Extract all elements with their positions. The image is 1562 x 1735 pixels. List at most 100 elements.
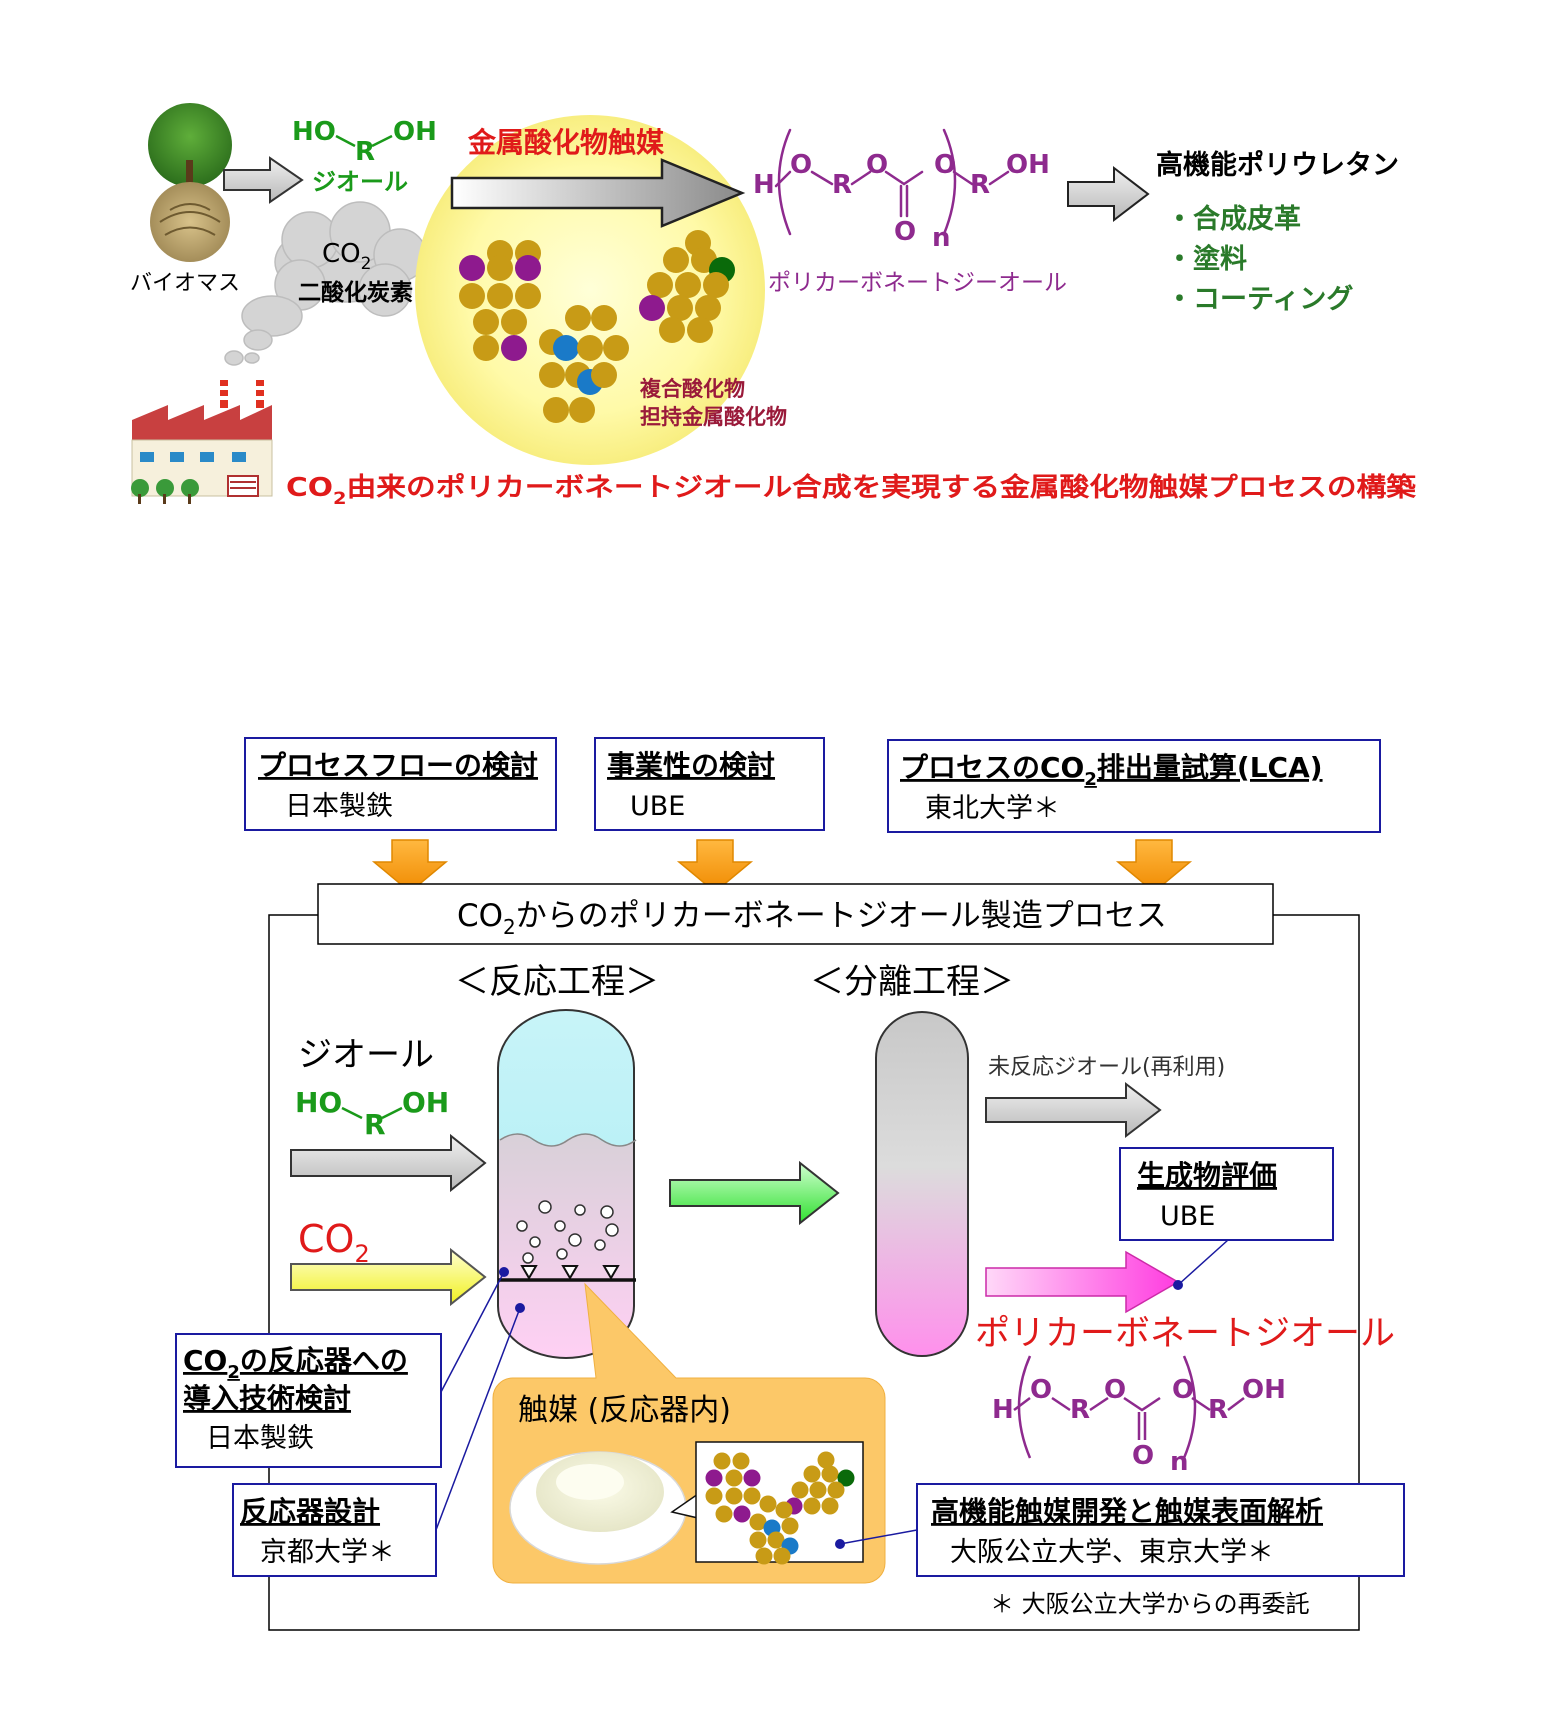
- application-item: ・合成皮革: [1166, 203, 1301, 235]
- particle: [821, 1465, 839, 1483]
- svg-text:R: R: [364, 1108, 386, 1141]
- particle: [715, 1505, 733, 1523]
- unreacted-arrow: [985, 1081, 1162, 1139]
- product-label: ポリカーボネートジオール: [975, 1314, 1395, 1354]
- particle: [791, 1481, 809, 1499]
- polyurethane-arrow: [1067, 165, 1150, 223]
- particle: [473, 309, 499, 335]
- smoke-puffs: [224, 295, 303, 366]
- particle: [539, 362, 565, 388]
- particle: [459, 283, 485, 309]
- svg-text:事業性の検討: 事業性の検討: [607, 749, 775, 782]
- svg-text:O: O: [866, 150, 888, 180]
- unreacted-label: 未反応ジオール(再利用): [988, 1055, 1225, 1080]
- reactor-to-separator-arrow: [669, 1160, 840, 1226]
- particle: [713, 1452, 731, 1470]
- svg-text:R: R: [355, 137, 375, 167]
- particle: [591, 305, 617, 331]
- particle: [591, 362, 617, 388]
- catalyst-development-box: 高機能触媒開発と触媒表面解析 大阪公立大学、東京大学＊: [916, 1483, 1405, 1577]
- polycarbonate-diol-formula-bottom: H O R O O O n R OH: [992, 1355, 1286, 1477]
- svg-text:n: n: [932, 223, 951, 253]
- svg-text:O: O: [934, 150, 956, 180]
- particle: [577, 335, 603, 361]
- svg-text:東北大学＊: 東北大学＊: [925, 793, 1060, 824]
- particle: [827, 1481, 845, 1499]
- polycarbonate-diol-formula-top: H O R O O O n R OH: [753, 128, 1050, 253]
- svg-text:CO2の反応器への: CO2の反応器への: [183, 1344, 408, 1383]
- svg-text:R: R: [832, 170, 852, 200]
- connector-line: [435, 1307, 521, 1531]
- connector-line: [440, 1271, 505, 1393]
- particle: [515, 255, 541, 281]
- particle: [773, 1547, 791, 1565]
- particle: [663, 247, 689, 273]
- lca-box: プロセスのCO2排出量試算(LCA) 東北大学＊: [887, 739, 1381, 833]
- particle: [639, 295, 665, 321]
- particle: [487, 283, 513, 309]
- svg-text:UBE: UBE: [630, 791, 685, 822]
- particle: [781, 1517, 799, 1535]
- application-item: ・コーティング: [1166, 283, 1353, 315]
- connector-line: [839, 1529, 918, 1545]
- diol-formula: HO R OH: [292, 117, 437, 167]
- particle: [725, 1487, 743, 1505]
- particle: [809, 1481, 827, 1499]
- svg-text:O: O: [790, 150, 812, 180]
- co2-input-label: CO2: [298, 1217, 370, 1268]
- business-feasibility-box: 事業性の検討 UBE: [594, 737, 825, 831]
- svg-text:日本製鉄: 日本製鉄: [206, 1423, 314, 1454]
- particle: [543, 397, 569, 423]
- catalyst-powder-photo: [509, 1451, 687, 1565]
- orange-down-arrow: [676, 839, 754, 893]
- svg-text:O: O: [894, 217, 916, 247]
- svg-text:OH: OH: [393, 117, 437, 147]
- particle: [705, 1469, 723, 1487]
- diol-formula-bottom: HO R OH: [295, 1086, 449, 1141]
- biomass-arrow: [223, 156, 304, 204]
- particle: [565, 305, 591, 331]
- co2-formula-top: CO2: [322, 239, 371, 274]
- orange-down-arrow: [1115, 839, 1193, 893]
- connector-dot: [835, 1539, 845, 1549]
- connector-dot: [515, 1303, 525, 1313]
- svg-text:R: R: [1070, 1395, 1090, 1425]
- particle: [749, 1531, 767, 1549]
- svg-text:O: O: [1104, 1375, 1126, 1405]
- particle: [487, 255, 513, 281]
- particle: [732, 1452, 750, 1470]
- footnote: ＊ 大阪公立大学からの再委託: [990, 1590, 1310, 1618]
- svg-text:反応器設計: 反応器設計: [240, 1495, 380, 1528]
- application-item: ・塗料: [1166, 243, 1247, 275]
- particle: [775, 1501, 793, 1519]
- particle: [501, 335, 527, 361]
- svg-text:OH: OH: [402, 1086, 449, 1119]
- particle: [803, 1497, 821, 1515]
- biomass-label: バイオマス: [130, 271, 240, 296]
- particle: [759, 1495, 777, 1513]
- particle: [667, 295, 693, 321]
- svg-text:HO: HO: [292, 117, 336, 147]
- straw-photo: [150, 182, 230, 262]
- particle: [837, 1469, 855, 1487]
- metal-oxide-particles: [459, 230, 735, 423]
- diol-input-label: ジオール: [298, 1035, 434, 1075]
- particle: [703, 272, 729, 298]
- process-flow-box: プロセスフローの検討 日本製鉄: [244, 737, 557, 831]
- particle: [501, 309, 527, 335]
- particle: [803, 1465, 821, 1483]
- particle: [569, 397, 595, 423]
- svg-text:H: H: [992, 1395, 1014, 1425]
- svg-text:O: O: [1172, 1375, 1194, 1405]
- co2-name: 二酸化炭素: [298, 279, 413, 306]
- tree-photo: [148, 103, 232, 187]
- svg-text:OH: OH: [1006, 150, 1050, 180]
- svg-text:生成物評価: 生成物評価: [1137, 1159, 1277, 1192]
- catalyst-title: 金属酸化物触媒: [467, 126, 665, 159]
- particle: [725, 1469, 743, 1487]
- separation-step-label: ＜分離工程＞: [810, 962, 1014, 1002]
- catalyst-in-reactor-label: 触媒 (反応器内): [518, 1393, 731, 1428]
- supported-oxide-label: 担持金属酸化物: [640, 405, 787, 429]
- svg-text:R: R: [1208, 1395, 1228, 1425]
- particle: [473, 335, 499, 361]
